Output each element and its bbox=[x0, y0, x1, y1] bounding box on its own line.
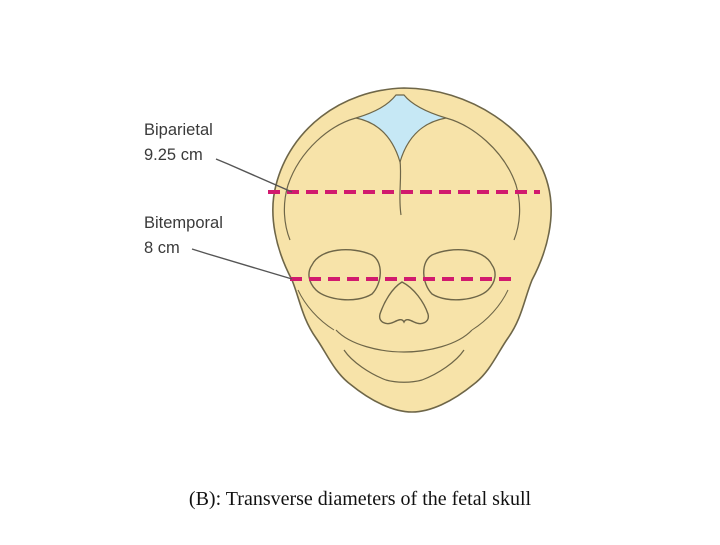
maxilla-line bbox=[335, 329, 473, 353]
frontal-suture bbox=[399, 159, 402, 216]
bitemporal-value: 8 cm bbox=[144, 239, 180, 257]
nasal-aperture bbox=[379, 281, 429, 325]
coronal-suture-right bbox=[445, 117, 521, 241]
cheek-right bbox=[471, 289, 509, 331]
figure-caption: (B): Transverse diameters of the fetal s… bbox=[188, 488, 532, 510]
biparietal-leader-line bbox=[215, 158, 293, 193]
cheek-left bbox=[297, 289, 335, 331]
skull-outline bbox=[272, 87, 552, 413]
bitemporal-label: Bitemporal bbox=[144, 214, 223, 232]
bitemporal-leader-line bbox=[191, 248, 293, 280]
coronal-suture-left bbox=[283, 117, 357, 241]
biparietal-label: Biparietal bbox=[144, 121, 213, 139]
fetal-skull bbox=[272, 87, 552, 413]
left-orbit bbox=[308, 249, 381, 301]
mandible-line bbox=[343, 349, 465, 383]
biparietal-value: 9.25 cm bbox=[144, 146, 203, 164]
right-orbit bbox=[423, 249, 496, 301]
